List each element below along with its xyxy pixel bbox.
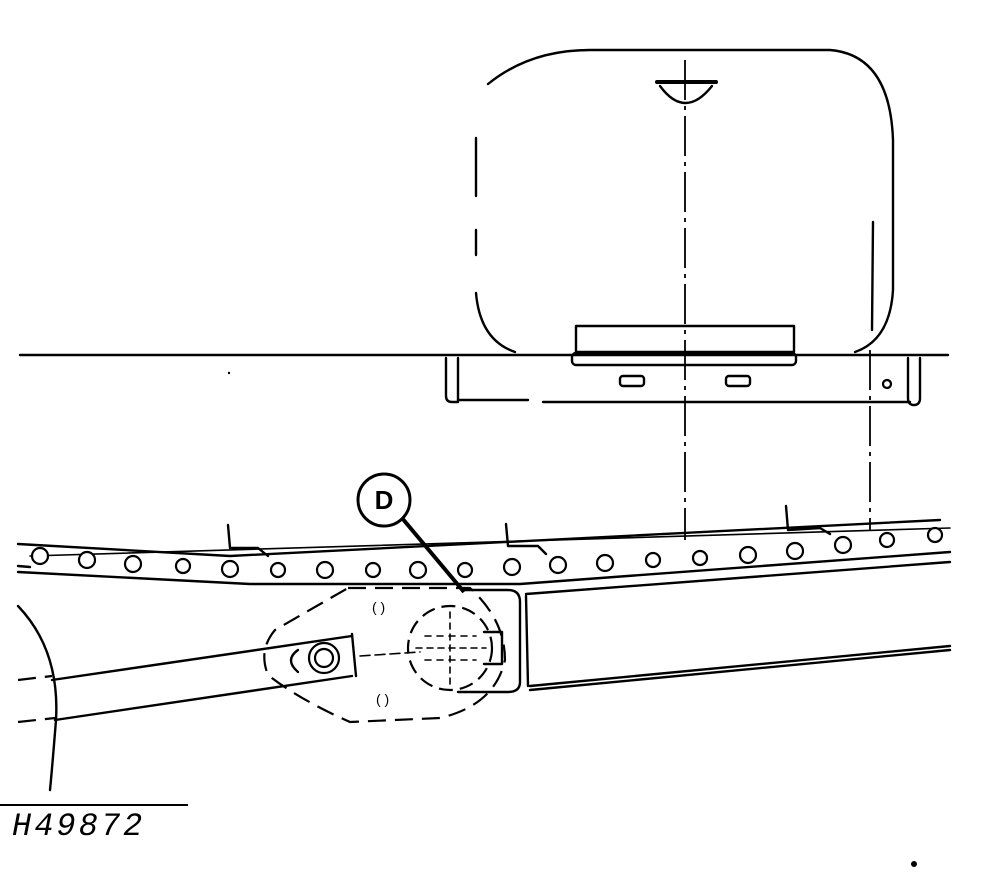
slot-mark: ( ) [372, 599, 385, 615]
chain-lug [226, 523, 270, 558]
pivot-plate [263, 586, 507, 724]
print-speck [227, 371, 231, 375]
arm [17, 632, 421, 724]
guard-bracket [456, 560, 952, 694]
nut-icon [307, 641, 341, 675]
callout-label-d: D [374, 484, 394, 515]
filler-cap-icon [655, 80, 718, 104]
figure-id: H49872 [12, 808, 146, 845]
sprocket [406, 604, 504, 692]
chain-conveyor [16, 504, 952, 586]
chain-rollers [30, 526, 944, 580]
figure-id-rule [0, 804, 188, 806]
chain-lug [504, 522, 548, 556]
chain-lug [784, 504, 832, 536]
mounting-bracket [18, 351, 950, 407]
wheel-arc [16, 604, 58, 792]
callout-d [356, 472, 466, 594]
print-speck [911, 861, 917, 867]
slot-mark: ( ) [376, 691, 389, 707]
tank [474, 48, 895, 354]
